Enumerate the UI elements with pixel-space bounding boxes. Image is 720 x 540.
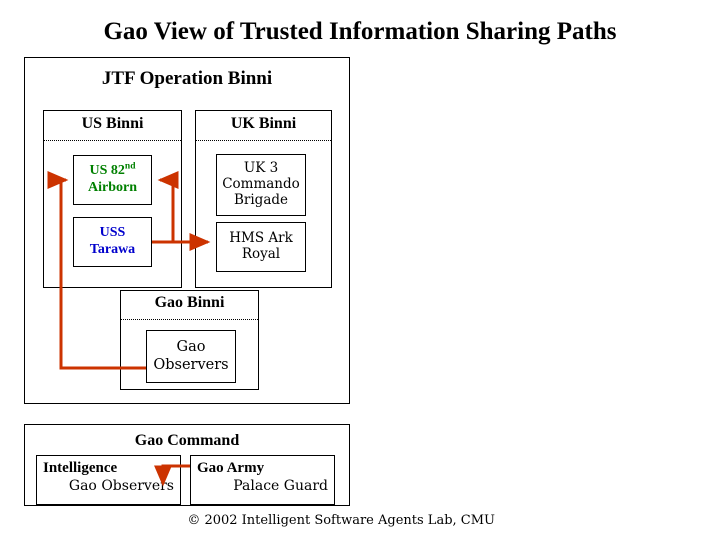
unit-us-82nd-line1: US 82nd [89,161,136,180]
unit-uk3-line3: Brigade [233,191,288,208]
unit-intelligence[interactable]: Intelligence Gao Observers [36,455,181,505]
unit-gao-observers-line1: Gao [176,339,206,356]
group-gao-command [24,424,350,506]
us-binni-divider [44,140,181,141]
group-uk-binni [195,110,332,288]
group-gao-command-title: Gao Command [134,432,240,449]
copyright-notice: © 2002 Intelligent Software Agents Lab, … [187,513,495,528]
unit-intelligence-sub: Gao Observers [68,478,174,494]
unit-gao-army-sub: Palace Guard [233,478,328,494]
unit-uss-tarawa[interactable]: USS Tarawa [73,217,152,267]
unit-intelligence-title: Intelligence [43,460,118,476]
group-us-binni-title: US Binni [81,115,144,132]
unit-us-82nd-line2: Airborn [88,180,137,195]
group-uk-binni-title: UK Binni [230,115,297,132]
unit-hms-line2: Royal [241,246,281,262]
unit-uk3-line1: UK 3 [243,160,279,177]
unit-hms-line1: HMS Ark [229,230,293,247]
unit-us-82nd-superscript: nd [124,161,136,172]
unit-gao-observers[interactable]: Gao Observers [146,330,236,383]
group-jtf-title: JTF Operation Binni [101,68,273,89]
unit-hms-ark-royal[interactable]: HMS Ark Royal [216,222,306,272]
unit-gao-army-title: Gao Army [197,460,265,476]
group-gao-binni-title: Gao Binni [154,294,225,311]
unit-uk3-line2: Commando [222,176,300,193]
unit-us-82nd-line1-text: US 82 [89,163,125,179]
gao-binni-divider [121,319,258,320]
unit-uss-tarawa-line1: USS [99,225,126,241]
uk-binni-divider [196,140,331,141]
unit-gao-observers-line2: Observers [153,356,229,373]
unit-uss-tarawa-line2: Tarawa [89,242,136,257]
unit-gao-army[interactable]: Gao Army Palace Guard [190,455,335,505]
group-jtf-operation-binni [24,57,350,404]
page-title: Gao View of Trusted Information Sharing … [103,18,617,45]
unit-us-82nd-airborn[interactable]: US 82nd Airborn [73,155,152,205]
unit-uk-3-commando-brigade[interactable]: UK 3 Commando Brigade [216,154,306,216]
